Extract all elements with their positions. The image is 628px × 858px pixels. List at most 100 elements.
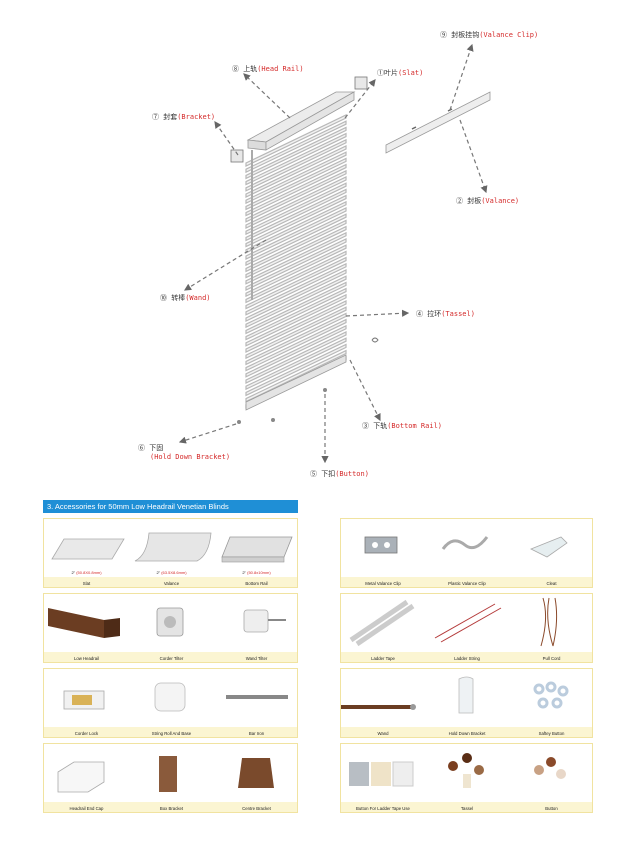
accessory-panel-left-1: 2" (50.8X0.8mm) Slat 2" (63.5X8.6mm) Val…	[43, 518, 298, 588]
slat-line	[245, 262, 347, 316]
callout-en: (Head Rail)	[257, 65, 304, 73]
panel-footer	[44, 577, 297, 587]
slat-line	[245, 238, 347, 291]
slat-line	[245, 312, 347, 366]
accessory-panel-right-1: Metal Valance Clip Plastic Valance Clip …	[340, 518, 593, 588]
callout-en: (Valance Clip)	[479, 31, 539, 39]
accessory-ladder-string: Ladder String	[425, 594, 509, 662]
slat-line	[245, 306, 347, 360]
slat-line	[245, 207, 347, 260]
accessory-label: Hold Down Bracket	[448, 731, 486, 736]
accessory-label: Tassel	[460, 806, 474, 811]
accessory-label: Ladder Tape	[371, 656, 395, 661]
accessory-label: Pull Cord	[542, 656, 561, 661]
slat-line	[245, 337, 347, 391]
slat-line	[245, 169, 347, 223]
accessory-label: Valance	[163, 581, 180, 586]
slats	[245, 114, 347, 409]
accessory-label: Headrail End Cap	[69, 806, 104, 811]
accessory-panel-right-2: Ladder Tape Ladder String Pull Cord	[340, 593, 593, 663]
accessory-corder-lock: Corder Lock	[44, 669, 129, 737]
accessory-panel-right-3: Wand Hold Down Bracket Saftey Button	[340, 668, 593, 738]
blind-exploded-diagram: ⑨ 封板挂钩(Valance Clip) ⑧ 上轨(Head Rail) ①叶片…	[138, 30, 538, 478]
callout-en: (Wand)	[185, 294, 211, 302]
valance-shape	[385, 91, 491, 154]
slat-line	[245, 349, 347, 403]
slat-line	[245, 287, 347, 341]
panel-footer	[44, 727, 297, 737]
callout-en: (Hold Down Bracket)	[150, 453, 231, 461]
accessory-label: Bottom Rail	[245, 581, 268, 586]
accessory-plastic-valance-clip: Plastic Valance Clip	[425, 519, 509, 587]
callout-bottom-rail: ③ 下轨(Bottom Rail)	[362, 421, 442, 431]
slat-line	[245, 138, 347, 192]
head-rail-shape	[246, 91, 356, 151]
bracket-left-shape	[230, 149, 244, 163]
accessory-label: Bar Iron	[248, 731, 265, 736]
accessory-low-headrail: Low Headrail	[44, 594, 129, 662]
accessory-label: Button For Ladder Tape Use	[356, 806, 410, 811]
slat-line	[245, 324, 347, 378]
panel-footer	[341, 577, 592, 587]
accessory-cleat: Cleat	[509, 519, 594, 587]
callout-head-rail: ⑧ 上轨(Head Rail)	[232, 64, 304, 74]
button-shape	[271, 418, 275, 422]
accessory-label: Low Headrail	[73, 656, 100, 661]
accessory-slat: 2" (50.8X0.8mm) Slat	[44, 519, 129, 587]
spec-dim: (50.8X0.8mm)	[76, 570, 102, 575]
accessory-label: Wand	[377, 731, 389, 736]
hold-down-shape	[237, 420, 241, 424]
slat-line	[245, 188, 347, 242]
slat-line	[245, 300, 347, 353]
callout-wand: ⑩ 转棒(Wand)	[160, 293, 211, 303]
slat-line	[245, 231, 347, 285]
panel-footer	[341, 652, 592, 662]
spec-size: 2"	[242, 570, 246, 575]
callout-bracket: ⑦ 封套(Bracket)	[152, 112, 215, 122]
accessory-valance: 2" (63.5X8.6mm) Valance	[129, 519, 214, 587]
slat-line	[245, 256, 347, 310]
slat-line	[245, 151, 347, 205]
slat-line	[245, 176, 347, 229]
callout-en: (Button)	[335, 470, 369, 478]
panel-footer	[341, 727, 592, 737]
callout-cn: ①叶片	[377, 69, 398, 77]
callout-slat: ①叶片(Slat)	[377, 68, 423, 78]
accessory-centre-bracket: Centre Bracket	[214, 744, 299, 812]
bottom-rail-shape	[245, 354, 347, 411]
spec-size: 2"	[156, 570, 161, 575]
accessory-tassel: Tassel	[425, 744, 509, 812]
accessory-label: String Roll And Base	[151, 731, 192, 736]
slat-line	[245, 126, 347, 180]
bracket-right-shape	[354, 76, 368, 90]
slat-line	[245, 225, 347, 279]
slat-line	[245, 194, 347, 248]
callout-cn: ④ 拉环	[416, 310, 442, 318]
accessory-headrail-end-cap: Headrail End Cap	[44, 744, 129, 812]
accessory-label: Box Bracket	[159, 806, 184, 811]
callout-cn: ⑤ 下扣	[310, 470, 336, 478]
accessory-saftey-button: Saftey Button	[509, 669, 594, 737]
accessory-label: Metal Valance Clip	[365, 581, 401, 586]
callout-valance-clip: ⑨ 封板挂钩(Valance Clip)	[440, 30, 538, 40]
accessories-title: 3. Accessories for 50mm Low Headrail Ven…	[43, 500, 298, 513]
slat-line	[245, 318, 347, 372]
blind-illustration	[178, 43, 491, 464]
accessory-spec: 2" (63.5X8.6mm)	[129, 570, 214, 575]
accessory-wand: Wand	[341, 669, 425, 737]
slat-line	[245, 163, 347, 217]
panel-footer	[44, 652, 297, 662]
accessory-label: Slat	[82, 581, 91, 586]
spec-size: 2"	[71, 570, 76, 575]
callout-cn: ⑨ 封板挂钩	[440, 31, 480, 39]
accessory-spec: 2" (50.8X0.8mm)	[44, 570, 129, 575]
slat-line	[245, 331, 347, 384]
accessory-label: Corder Tilter	[159, 656, 184, 661]
accessory-box-bracket: Box Bracket	[129, 744, 214, 812]
accessory-panel-left-3: Corder Lock String Roll And Base Bar Iro…	[43, 668, 298, 738]
accessory-button: Button	[509, 744, 594, 812]
callout-tassel: ④ 拉环(Tassel)	[416, 309, 475, 319]
accessory-metal-valance-clip: Metal Valance Clip	[341, 519, 425, 587]
callout-en: (Valance)	[481, 197, 520, 205]
callout-en: (Bottom Rail)	[387, 422, 443, 430]
